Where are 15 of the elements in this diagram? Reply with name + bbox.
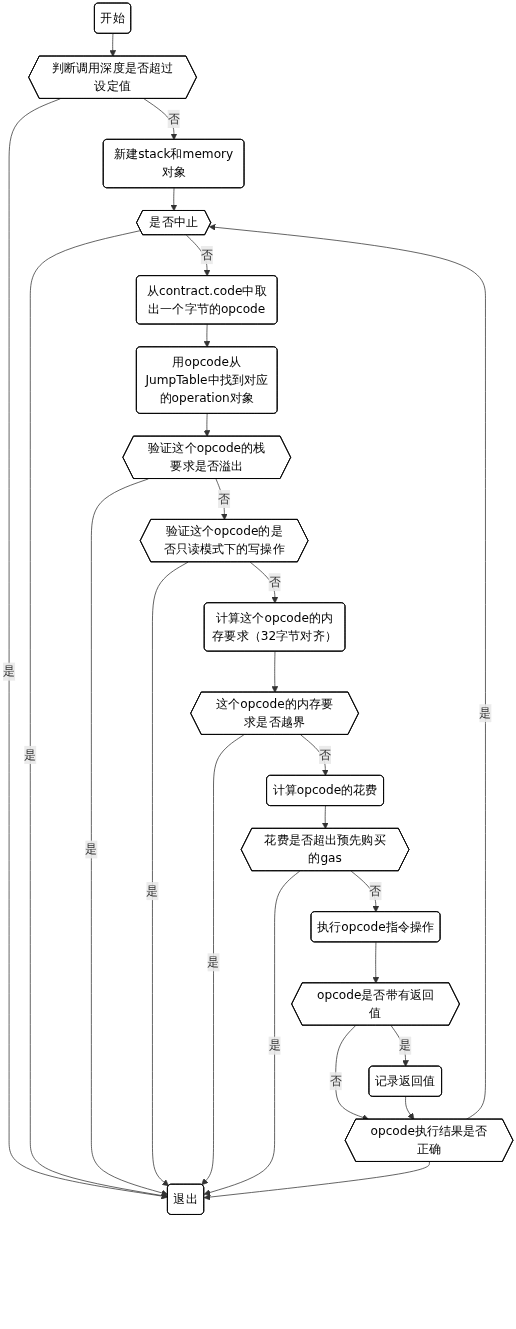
- edge-label: 是: [3, 664, 16, 679]
- edge-label: 是: [146, 883, 159, 898]
- edge-label: 否: [268, 574, 281, 590]
- edge-label: 否: [329, 1073, 342, 1089]
- edge-label: 是: [479, 705, 492, 721]
- edge-label: 否: [218, 491, 231, 506]
- edge-label: 是: [24, 747, 37, 762]
- edge-label: 否: [369, 883, 382, 898]
- edge-label: 否: [167, 111, 180, 126]
- edge-label: 是: [268, 1038, 281, 1053]
- edge-label: 是: [207, 954, 220, 970]
- edge-label: 否: [319, 747, 332, 762]
- edge-label: 是: [85, 841, 98, 857]
- edge-label: 是: [399, 1038, 412, 1053]
- edge-label: 否: [200, 247, 213, 262]
